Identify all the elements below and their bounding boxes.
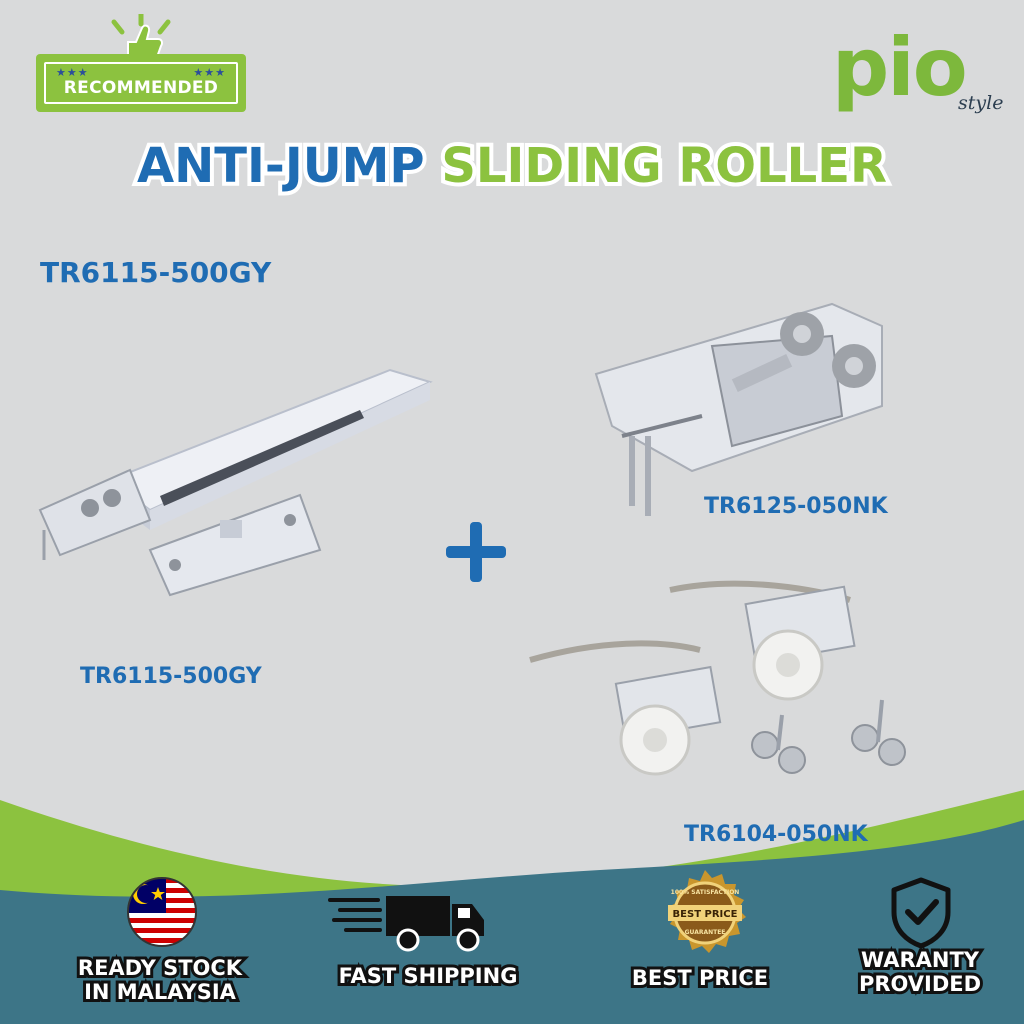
feature-warranty: WARANTY PROVIDED bbox=[856, 945, 984, 999]
roller-set-product bbox=[529, 580, 906, 776]
stars-left: ★★★ bbox=[56, 66, 89, 79]
brand-logo: pio bbox=[832, 21, 968, 114]
badge-text: RECOMMENDED bbox=[63, 78, 219, 98]
stars-right: ★★★ bbox=[193, 66, 226, 79]
feature-best-price: BEST PRICE bbox=[629, 963, 771, 993]
headline-part1: ANTI-JUMP bbox=[133, 134, 429, 198]
feature-ready-stock: READY STOCK IN MALAYSIA bbox=[75, 953, 245, 1007]
shield-check-icon bbox=[891, 877, 951, 949]
seal-mid-text: BEST PRICE bbox=[673, 909, 738, 920]
truck-icon bbox=[328, 896, 484, 952]
seal-top-text: 100% SATISFACTION bbox=[671, 889, 740, 896]
feature-fast-shipping: FAST SHIPPING bbox=[336, 961, 521, 991]
headline-part2: SLIDING ROLLER bbox=[437, 134, 891, 198]
rail-damper-product bbox=[38, 368, 433, 597]
brand-tagline: style bbox=[958, 92, 1004, 114]
bottom-wave bbox=[0, 790, 1024, 1024]
best-price-seal-icon: 100% SATISFACTION BEST PRICE GUARANTEE bbox=[668, 870, 746, 953]
thumbs-up-icon bbox=[111, 14, 171, 63]
sku-top-label: TR6115-500GY bbox=[40, 256, 272, 289]
headline: ANTI-JUMP SLIDING ROLLER bbox=[0, 134, 1024, 198]
sku-right-top-label: TR6125-050NK bbox=[704, 494, 888, 519]
sku-right-bottom-label: TR6104-050NK bbox=[684, 822, 868, 847]
anti-jump-roller-product bbox=[594, 302, 883, 516]
sku-left-label: TR6115-500GY bbox=[80, 664, 262, 689]
seal-bottom-text: GUARANTEE bbox=[685, 929, 726, 936]
plus-icon bbox=[446, 522, 506, 582]
malaysia-flag-icon bbox=[127, 877, 197, 947]
recommended-badge: ★★★ ★★★ RECOMMENDED bbox=[36, 14, 246, 112]
